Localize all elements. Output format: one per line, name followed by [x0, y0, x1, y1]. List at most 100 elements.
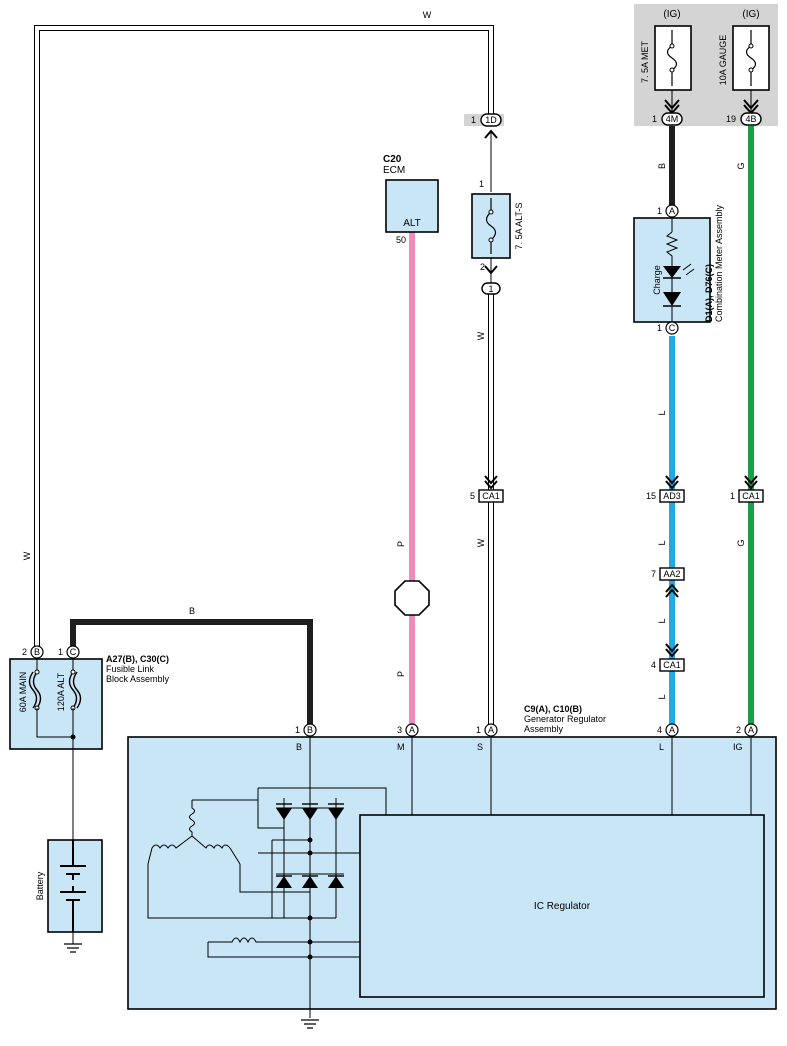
connector-1d-label: 1D	[485, 115, 497, 125]
fuse-alt-icon	[68, 671, 82, 709]
connector-4m	[661, 112, 683, 126]
svg-text:1: 1	[295, 725, 300, 735]
svg-text:S: S	[477, 742, 483, 752]
svg-text:L: L	[659, 742, 664, 752]
connector-1d-num: 1	[471, 115, 476, 125]
connector-1-label: 1	[488, 284, 493, 294]
meter-pin-a	[665, 204, 679, 218]
svg-text:1: 1	[730, 491, 735, 501]
svg-text:L: L	[657, 410, 667, 415]
ic-regulator-label: IC Regulator	[534, 901, 591, 912]
meter-caption: D1(A), D76(C) Combination Meter Assembly	[704, 204, 724, 322]
led-icon	[663, 266, 681, 278]
ecm-code: C20	[383, 154, 402, 165]
terminal-b: B 1 B	[295, 723, 317, 752]
connector-4b	[740, 112, 762, 126]
ecm-box	[385, 179, 439, 233]
fusible-link-name-1: Fusible Link	[106, 664, 155, 674]
svg-text:B: B	[296, 742, 302, 752]
stator-coil-icon	[147, 799, 258, 865]
connector-ad3	[659, 489, 685, 503]
diode-icon	[276, 803, 344, 820]
svg-text:W: W	[476, 538, 486, 547]
svg-text:A: A	[409, 725, 415, 735]
svg-text:P: P	[396, 541, 406, 547]
terminal-s: A 1 S	[476, 723, 498, 752]
svg-text:2: 2	[22, 647, 27, 657]
generator-name-1: Generator Regulator	[524, 714, 606, 724]
svg-text:B: B	[657, 163, 667, 169]
fuse-main-label: 60A MAIN	[18, 672, 28, 713]
terminal-m: A 3 M	[397, 723, 419, 752]
ic-regulator-box	[359, 814, 765, 998]
svg-text:W: W	[22, 551, 32, 560]
ig-left-label: (IG)	[663, 9, 680, 20]
field-coil-icon	[207, 937, 360, 958]
fuse-met-label: 7. 5A MET	[640, 40, 650, 83]
fuse-gauge-label: 10A GAUGE	[718, 35, 728, 86]
connector-1	[481, 282, 501, 295]
svg-text:4: 4	[657, 725, 662, 735]
svg-text:1: 1	[476, 725, 481, 735]
terminal-l: A 4 L	[657, 723, 679, 752]
fuse-met-icon	[666, 30, 678, 86]
svg-text:2: 2	[736, 725, 741, 735]
svg-text:4: 4	[651, 660, 656, 670]
svg-text:D1(A), D76(C): D1(A), D76(C)	[704, 264, 714, 322]
ecm-name: ECM	[383, 165, 405, 176]
svg-text:A: A	[488, 725, 494, 735]
fusible-pin-b	[30, 645, 44, 659]
svg-text:1: 1	[58, 647, 63, 657]
splice-octagon	[394, 580, 430, 616]
connector-1d	[480, 113, 502, 127]
ecm-pin: 50	[396, 235, 406, 245]
fuse-main-icon	[28, 671, 42, 709]
svg-text:L: L	[657, 540, 667, 545]
svg-text:A: A	[669, 725, 675, 735]
connector-ca1-s	[478, 489, 504, 503]
terminal-ig: A 2 IG	[733, 723, 758, 752]
fusible-link-code: A27(B), C30(C)	[106, 654, 169, 664]
meter-lamp-label: Charge	[652, 265, 662, 295]
battery-icon	[60, 840, 86, 932]
meter-pin-c-num: 1	[657, 323, 662, 333]
svg-text:B: B	[307, 725, 313, 735]
connector-4b-label: 4B	[745, 114, 756, 124]
svg-text:L: L	[657, 694, 667, 699]
svg-text:W: W	[476, 331, 486, 340]
fuse-alt-s-icon	[485, 198, 497, 254]
svg-text:B: B	[34, 647, 40, 657]
light-emit-icon	[682, 263, 695, 276]
connector-ca1-g	[738, 489, 764, 503]
ground-icon	[64, 943, 82, 953]
generator-name-2: Assembly	[524, 724, 564, 734]
resistor-icon	[665, 231, 679, 266]
svg-text:CA1: CA1	[482, 491, 500, 501]
svg-text:7: 7	[651, 569, 656, 579]
battery-box	[47, 839, 103, 933]
svg-text:Combination Meter Assembly: Combination Meter Assembly	[714, 204, 724, 322]
fusible-pin-c	[66, 645, 80, 659]
chevron-up-icon	[665, 583, 679, 598]
connector-4m-num: 1	[652, 114, 657, 124]
svg-text:C: C	[669, 323, 676, 333]
fuse-alt-s-label: 7. 5A ALT-S	[514, 203, 524, 250]
ground-icon	[301, 1019, 319, 1029]
svg-text:L: L	[657, 618, 667, 623]
svg-text:CA1: CA1	[742, 491, 760, 501]
svg-text:CA1: CA1	[663, 660, 681, 670]
chevron-down-icon	[484, 475, 498, 490]
chevron-down-icon	[744, 475, 758, 490]
svg-text:P: P	[396, 671, 406, 677]
fuse-met-box	[654, 25, 692, 91]
meter-pin-a-num: 1	[657, 206, 662, 216]
svg-text:AA2: AA2	[663, 569, 680, 579]
fuse-gauge-icon	[745, 30, 757, 86]
svg-text:G: G	[736, 162, 746, 169]
battery-label: Battery	[35, 871, 45, 900]
wire-black-b	[70, 619, 313, 724]
svg-text:M: M	[397, 742, 405, 752]
svg-text:A: A	[748, 725, 754, 735]
svg-text:G: G	[736, 539, 746, 546]
